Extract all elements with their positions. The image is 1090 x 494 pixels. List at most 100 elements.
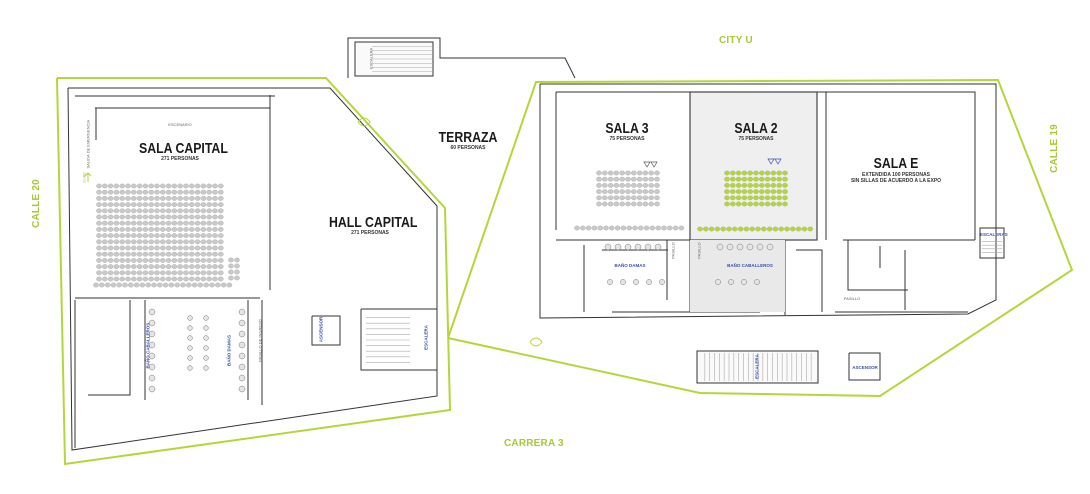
- seat: [160, 220, 166, 226]
- seat: [607, 176, 614, 182]
- room-title-sala-capital: SALA CAPITAL: [139, 140, 228, 157]
- seat: [200, 251, 207, 257]
- seat: [596, 195, 602, 201]
- seat: [206, 202, 212, 207]
- seat: [189, 264, 195, 269]
- seat: [200, 208, 207, 214]
- seat: [782, 170, 788, 176]
- seat: [218, 251, 224, 257]
- seat: [724, 195, 730, 201]
- seat: [643, 225, 650, 231]
- seat: [194, 227, 201, 232]
- seat: [720, 226, 726, 232]
- seat: [759, 195, 765, 201]
- seat: [189, 196, 195, 201]
- fixture: [607, 279, 613, 285]
- walls-right: [539, 83, 1005, 384]
- seat: [753, 170, 759, 176]
- seat: [183, 227, 189, 232]
- seat: [107, 196, 114, 201]
- seat: [597, 225, 603, 231]
- fixture: [187, 355, 193, 361]
- seat: [212, 251, 218, 257]
- seat: [96, 227, 102, 232]
- seat: [96, 214, 102, 220]
- fixture: [614, 243, 622, 251]
- seat: [209, 282, 215, 288]
- seat: [747, 201, 753, 207]
- seat: [165, 220, 172, 226]
- seat: [200, 183, 207, 189]
- door-marker-bottom: [529, 337, 543, 347]
- seat: [102, 214, 108, 220]
- seat: [218, 264, 224, 269]
- seat: [142, 220, 149, 226]
- seat: [154, 214, 160, 220]
- seat: [154, 227, 160, 232]
- fixture: [187, 325, 193, 331]
- seat: [148, 264, 154, 269]
- seat: [165, 264, 172, 269]
- seat: [93, 282, 99, 288]
- seat: [776, 195, 782, 201]
- seat: [730, 183, 736, 188]
- seat: [165, 189, 172, 195]
- seat: [741, 189, 748, 194]
- label-escalera-bottom: ESCALERA: [754, 354, 760, 379]
- seat: [154, 202, 160, 207]
- seat: [714, 226, 721, 232]
- seat: [607, 201, 614, 207]
- seat: [131, 245, 137, 251]
- seat: [125, 245, 131, 251]
- seat: [171, 264, 178, 269]
- seat: [772, 226, 779, 232]
- seat: [177, 208, 183, 214]
- seat: [177, 258, 183, 263]
- seat: [726, 226, 732, 232]
- seat: [218, 276, 224, 282]
- seat: [107, 202, 114, 207]
- seat: [226, 282, 233, 288]
- seat: [228, 257, 234, 263]
- seat: [102, 270, 108, 276]
- seat: [119, 202, 125, 207]
- seat: [162, 282, 169, 288]
- seat: [602, 189, 608, 194]
- seat: [189, 258, 195, 263]
- seat: [747, 183, 753, 188]
- seat: [206, 196, 212, 201]
- seat: [602, 201, 608, 207]
- seat: [122, 282, 128, 288]
- seat: [609, 225, 615, 231]
- seat: [189, 239, 195, 245]
- seat: [133, 282, 140, 288]
- seat: [206, 251, 212, 257]
- seat: [625, 183, 631, 188]
- seat: [753, 201, 759, 207]
- seat: [142, 214, 149, 220]
- fixture: [756, 243, 764, 251]
- fixture: [238, 352, 246, 360]
- seat: [186, 282, 192, 288]
- seat: [753, 183, 759, 188]
- seat: [113, 202, 120, 207]
- seat: [636, 176, 643, 182]
- seat: [125, 196, 131, 201]
- seat: [136, 233, 143, 238]
- seat: [206, 214, 212, 220]
- seat: [631, 176, 637, 182]
- seat: [160, 276, 166, 282]
- seat: [194, 214, 201, 220]
- seat: [730, 201, 736, 207]
- seat: [730, 195, 736, 201]
- room-title-sala-2: SALA 2: [734, 120, 778, 137]
- seat: [654, 201, 660, 207]
- room-capacity-sala-e-line2: SIN SILLAS DE ACUERDO A LA EXPO: [850, 178, 942, 184]
- staircase-top-steps: [372, 45, 433, 73]
- seat: [113, 239, 120, 245]
- seat: [131, 189, 137, 195]
- seat: [107, 270, 114, 276]
- seat: [194, 245, 201, 251]
- seat: [795, 226, 802, 232]
- seat: [194, 220, 201, 226]
